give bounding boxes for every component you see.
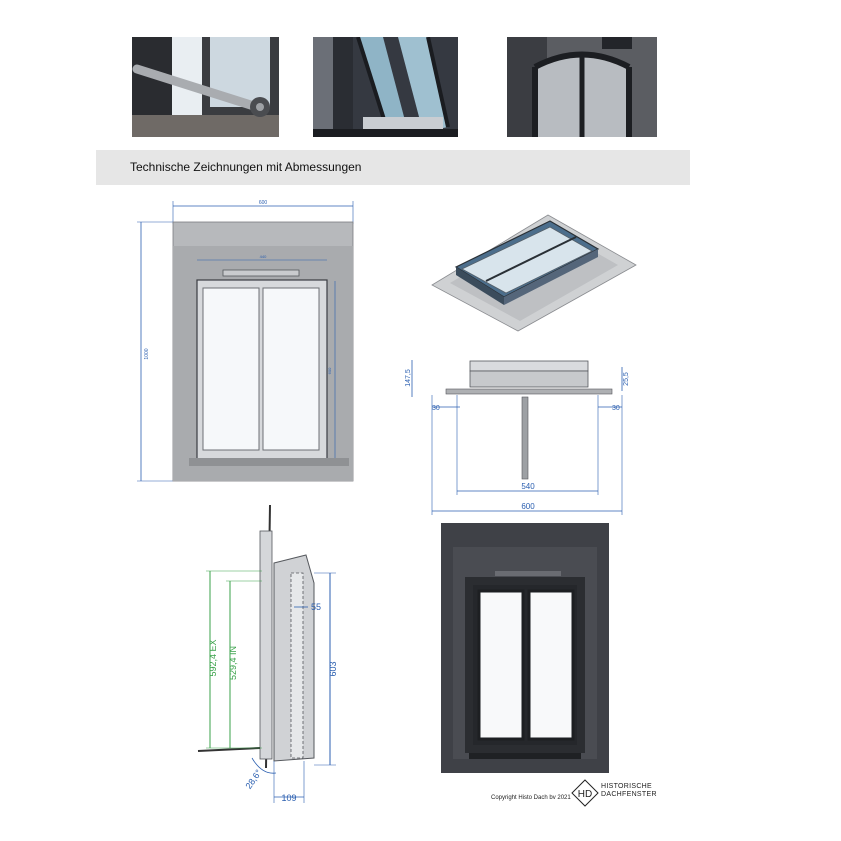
dim-angle-label: 28,6° (243, 767, 264, 790)
front-view-drawing: 600 1000 440 600 (137, 200, 354, 482)
section-title: Technische Zeichnungen mit Abmessungen (130, 160, 362, 174)
dim-540-label: 540 (521, 482, 535, 491)
photo-open-window (313, 37, 458, 137)
product-render (441, 523, 609, 773)
dim-30-right-label: 30 (612, 405, 620, 412)
dim-ex-label: 592,4 EX (208, 639, 218, 676)
dim-inner-height-label: 600 (327, 367, 332, 374)
photo-hinge-stay (132, 37, 279, 137)
dim-255-label: 25,5 (623, 372, 630, 386)
dim-width-label: 600 (259, 200, 268, 206)
dim-55-label: 55 (311, 602, 321, 612)
dim-109-label: 109 (281, 793, 296, 803)
dim-inner-width-label: 440 (260, 254, 267, 259)
logo-line-1: HISTORISCHE (601, 783, 653, 790)
copyright-text: Copyright Histo Dach bv 2021 (491, 795, 571, 801)
logo-line-2: DACHFENSTER (601, 791, 657, 798)
photo-arched-window (507, 37, 657, 137)
dim-603-label: 603 (328, 661, 338, 676)
logo-mark: HD (578, 789, 592, 800)
dim-600-label: 600 (521, 502, 535, 511)
dim-height-label: 1000 (144, 348, 150, 359)
section-banner: Technische Zeichnungen mit Abmessungen (96, 150, 690, 185)
logo-text: HISTORISCHE DACHFENSTER (601, 783, 657, 799)
histo-dach-logo-icon: HD (571, 779, 599, 807)
dim-30-left-label: 30 (432, 405, 440, 412)
cross-section-drawing: 592,4 EX 529,4 IN 55 603 28,6° 109 (197, 504, 338, 803)
isometric-drawing (431, 214, 637, 332)
side-section-drawing: 147,5 25,5 30 30 540 600 (405, 360, 630, 515)
dim-147-label: 147,5 (405, 369, 412, 387)
dim-in-label: 529,4 IN (228, 646, 238, 680)
